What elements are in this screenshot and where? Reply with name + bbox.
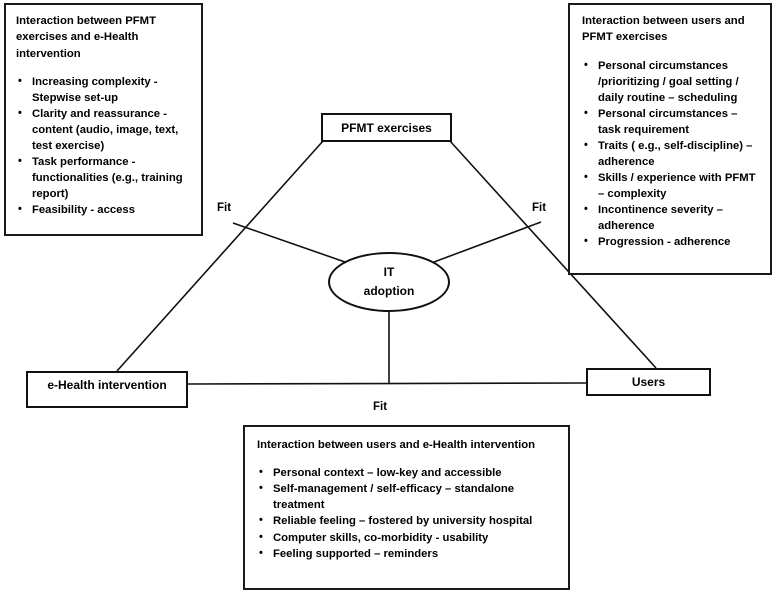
list-item: Personal context – low-key and accessibl… — [257, 465, 559, 481]
list-item: Incontinence severity – adherence — [582, 202, 761, 234]
node-pfmt-exercises: PFMT exercises — [321, 113, 452, 142]
list-item: Reliable feeling – fostered by universit… — [257, 513, 559, 529]
node-it-adoption-label-line2: adoption — [363, 284, 415, 298]
infobox-users-ehealth-list: Personal context – low-key and accessibl… — [257, 465, 559, 561]
node-pfmt-exercises-label: PFMT exercises — [341, 120, 432, 135]
list-item: Traits ( e.g., self-discipline) – adhere… — [582, 138, 761, 170]
infobox-users-pfmt-list: Personal circumstances /prioritizing / g… — [582, 58, 761, 250]
edge-label-fit-bottom: Fit — [371, 401, 390, 413]
node-it-adoption: IT adoption — [328, 252, 450, 312]
list-item: Computer skills, co-morbidity - usabilit… — [257, 530, 559, 546]
spoke-right-to-it-adoption — [433, 221, 542, 263]
infobox-pfmt-ehealth-title: Interaction between PFMT exercises and e… — [16, 15, 156, 60]
infobox-users-ehealth: Interaction between users and e-Health i… — [243, 425, 570, 590]
spoke-left-to-it-adoption — [232, 222, 346, 263]
infobox-pfmt-ehealth: Interaction between PFMT exercises and e… — [4, 3, 203, 236]
list-item: Skills / experience with PFMT – complexi… — [582, 170, 761, 202]
node-users-label: Users — [631, 375, 666, 389]
infobox-users-ehealth-title: Interaction between users and e-Health i… — [257, 439, 536, 451]
list-item: Clarity and reassurance - content (audio… — [16, 106, 192, 154]
list-item: Feasibility - access — [16, 202, 192, 218]
node-users: Users — [586, 368, 711, 396]
edge-label-fit-left: Fit — [215, 202, 234, 214]
list-item: Increasing complexity - Stepwise set-up — [16, 74, 192, 106]
list-item: Feeling supported – reminders — [257, 546, 559, 562]
list-item: Task performance - functionalities (e.g.… — [16, 154, 192, 202]
node-ehealth-intervention-label: e-Health intervention — [47, 378, 167, 392]
list-item: Self-management / self-efficacy – standa… — [257, 481, 559, 513]
infobox-users-pfmt-title: Interaction between users and PFMT exerc… — [582, 15, 745, 44]
infobox-users-pfmt: Interaction between users and PFMT exerc… — [568, 3, 772, 275]
node-ehealth-intervention: e-Health intervention — [26, 371, 188, 408]
edge-ehealth-to-users — [187, 382, 587, 385]
list-item: Progression - adherence — [582, 234, 761, 250]
list-item: Personal circumstances /prioritizing / g… — [582, 58, 761, 106]
edge-label-fit-right: Fit — [530, 202, 549, 214]
list-item: Personal circumstances – task requiremen… — [582, 106, 761, 138]
node-it-adoption-label-line1: IT — [383, 265, 395, 280]
infobox-pfmt-ehealth-list: Increasing complexity - Stepwise set-up … — [16, 74, 192, 218]
